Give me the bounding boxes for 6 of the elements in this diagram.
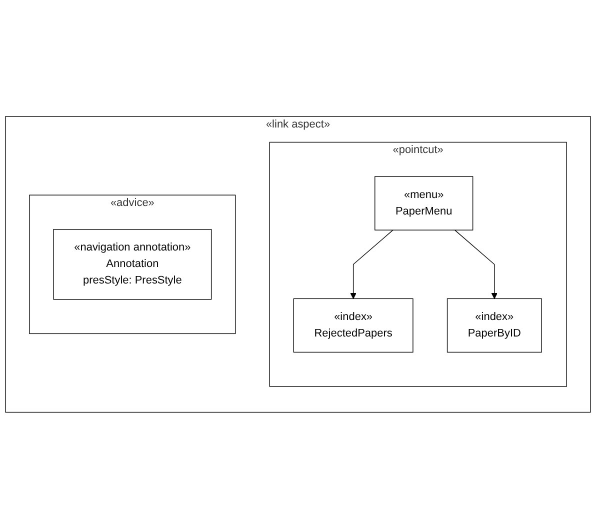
arrow — [454, 229, 498, 299]
arrow — [350, 229, 394, 299]
node-box: «menu» PaperMenu — [374, 176, 474, 230]
node-box: «index» RejectedPapers — [293, 298, 414, 352]
node-box: «navigation annotation» Annotation presStyle: PresStyle — [53, 228, 212, 300]
node-box: «index» PaperByID — [446, 298, 542, 352]
